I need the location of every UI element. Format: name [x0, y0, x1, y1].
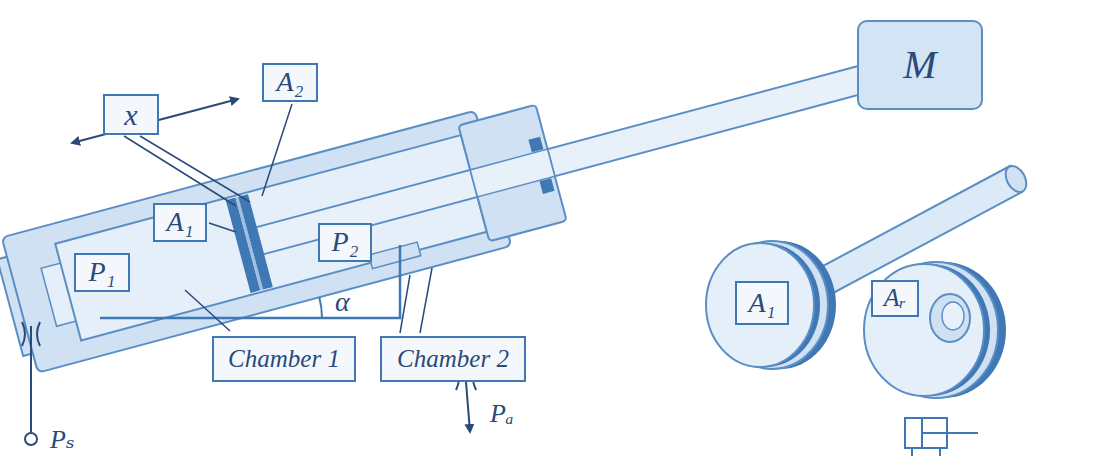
area-box: A₁	[735, 281, 789, 325]
box-label: A₂	[277, 67, 304, 98]
box-label: A₁	[167, 207, 194, 238]
piston-detail	[706, 162, 1031, 398]
cylinder-body	[0, 8, 896, 376]
chamber-box: Chamber 2	[380, 336, 526, 382]
area-box: A₁	[153, 203, 207, 242]
box-label: P₂	[332, 227, 359, 258]
port-label: Pₛ	[50, 426, 75, 455]
cylinder-symbol	[905, 418, 978, 456]
box-label: Chamber 1	[228, 345, 340, 373]
area-box: A₂	[262, 63, 318, 102]
mass-block: M	[857, 20, 983, 110]
chamber-box: Chamber 1	[212, 336, 356, 382]
box-label: A₁	[749, 288, 776, 319]
angle-label: α	[335, 287, 350, 318]
port-label: Pₐ	[490, 400, 514, 429]
box-label: M	[903, 43, 936, 87]
pressure-box: P₂	[318, 223, 372, 262]
pressure-box: P₁	[74, 253, 130, 292]
symbol-box: x	[103, 94, 159, 135]
box-label: Chamber 2	[397, 345, 509, 373]
box-label: P₁	[89, 257, 116, 288]
area-box: Aᵣ	[871, 280, 919, 317]
angle-arc	[319, 297, 322, 318]
box-label: Aᵣ	[884, 284, 906, 313]
supply-orifice	[22, 322, 40, 445]
box-label: x	[124, 98, 137, 131]
